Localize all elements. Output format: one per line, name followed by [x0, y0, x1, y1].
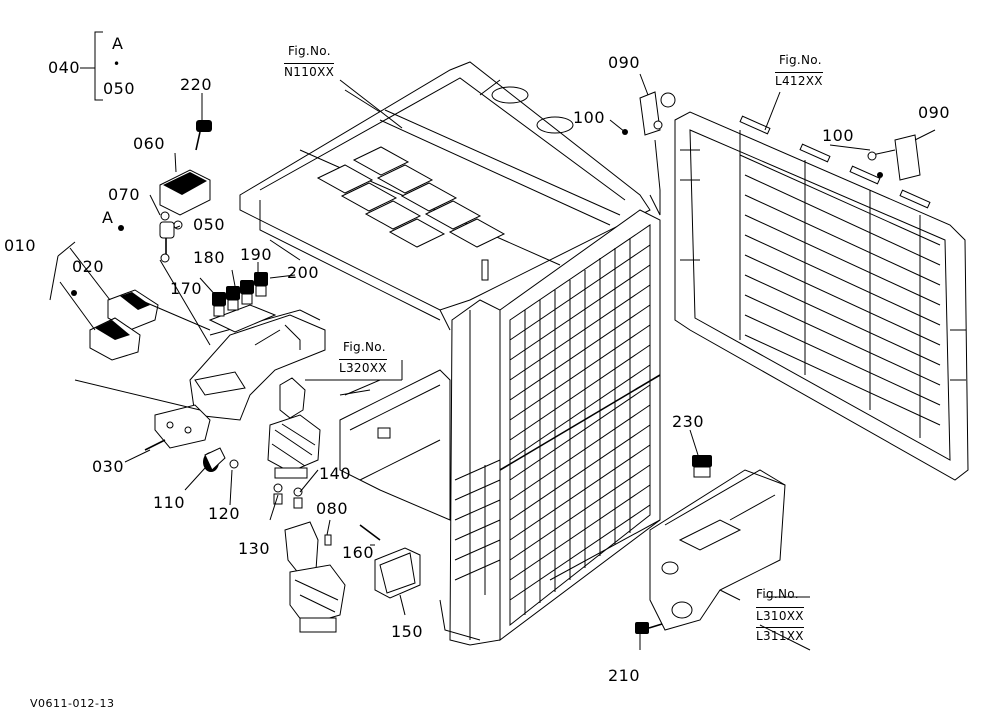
joystick-lower [284, 521, 346, 633]
figref-l412-label: Fig.No. [779, 53, 822, 67]
figref-n110-code: N110XX [284, 63, 335, 79]
figref-l311-code: L311XX [756, 627, 804, 643]
part-label-120: 120 [208, 504, 241, 523]
part-label-a-mid: A [102, 208, 114, 227]
joystick-upper [267, 377, 321, 509]
figref-n110-label: Fig.No. [288, 44, 331, 58]
part-label-070: 070 [108, 185, 141, 204]
part-label-160: 160 [342, 543, 375, 562]
figref-l412-code: L412XX [775, 72, 823, 88]
part-210 [635, 622, 663, 634]
part-label-130: 130 [238, 539, 271, 558]
part-label-230: 230 [672, 412, 705, 431]
part-label-020: 020 [72, 257, 105, 276]
part-label-200: 200 [287, 263, 320, 282]
control-box [359, 524, 421, 599]
part-label-a-top: A [112, 34, 124, 53]
part-label-180: 180 [193, 248, 226, 267]
rear-grille [454, 459, 501, 600]
right-console [649, 455, 786, 631]
cab-frame [239, 61, 661, 646]
part-label-050-top: 050 [103, 79, 136, 98]
hinge-right [867, 134, 921, 181]
roof-vents [316, 146, 506, 248]
part-label-010: 010 [4, 236, 37, 255]
part-label-050-mid: 050 [193, 215, 226, 234]
part-label-090-right: 090 [918, 103, 951, 122]
part-label-210: 210 [608, 666, 641, 685]
part-label-060: 060 [133, 134, 166, 153]
figref-l320-label: Fig.No. [343, 340, 386, 354]
key-switch [159, 169, 211, 263]
left-console [71, 120, 326, 472]
part-label-190: 190 [240, 245, 273, 264]
part-label-080: 080 [316, 499, 349, 518]
figref-l310-code: L310XX [756, 607, 804, 623]
hinge-left [622, 91, 676, 136]
drawing-code: V0611-012-13 [30, 697, 115, 710]
part-label-040: 040 [48, 58, 81, 77]
figref-l320-code: L320XX [339, 359, 387, 375]
part-label-030: 030 [92, 457, 125, 476]
leader-lines [49, 31, 936, 651]
part-label-150: 150 [391, 622, 424, 641]
key [195, 120, 212, 151]
part-label-100-left: 100 [573, 108, 606, 127]
figref-l310-label: Fig.No. [756, 587, 799, 601]
part-label-140: 140 [319, 464, 352, 483]
side-grille [499, 238, 661, 615]
part-label-170: 170 [170, 279, 203, 298]
part-label-dot: • [113, 57, 121, 71]
rear-panel [674, 111, 969, 481]
part-label-100-right: 100 [822, 126, 855, 145]
part-label-090-left: 090 [608, 53, 641, 72]
part-label-110: 110 [153, 493, 186, 512]
switch-bank [212, 272, 268, 317]
part-label-220: 220 [180, 75, 213, 94]
